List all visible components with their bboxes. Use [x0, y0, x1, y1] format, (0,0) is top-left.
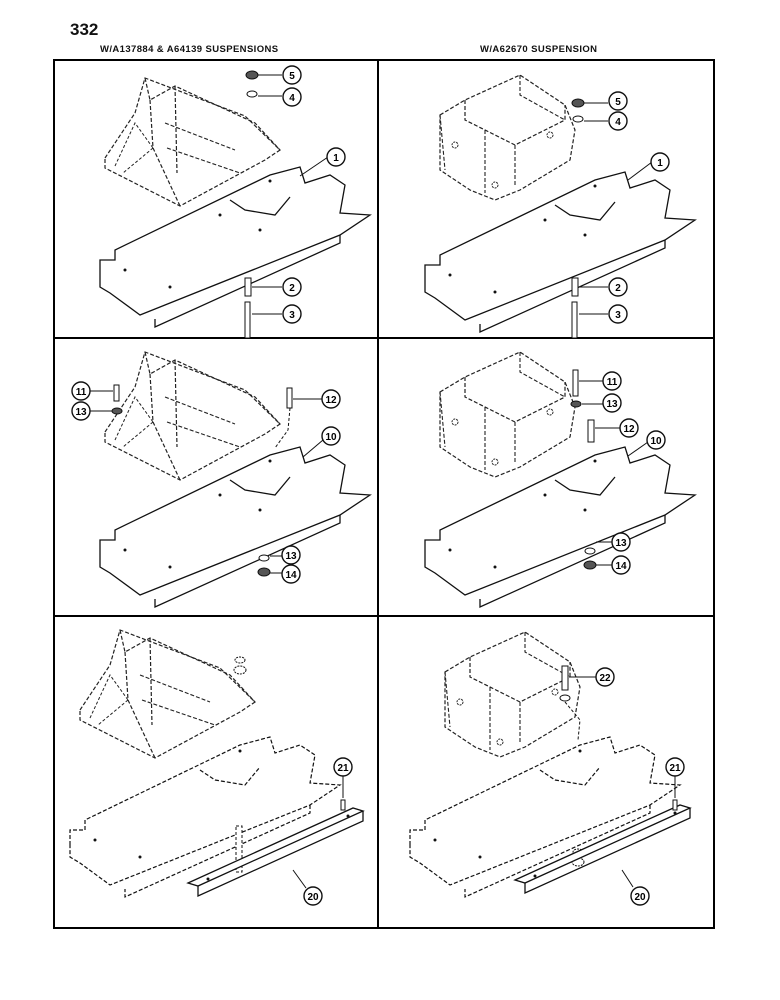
svg-text:3: 3: [615, 310, 621, 321]
callout-2: 2: [608, 277, 628, 297]
callout-3: 3: [282, 304, 302, 324]
panel-bottom-right: 22 21 20: [409, 631, 691, 906]
callout-13b: 13: [611, 532, 631, 552]
callout-14: 14: [611, 555, 631, 575]
callout-22: 22: [595, 667, 615, 687]
callout-5: 5: [282, 65, 302, 85]
panel-top-right: 5 4 1 2 3: [424, 74, 696, 339]
svg-text:4: 4: [615, 117, 621, 128]
outer-frame: [53, 59, 715, 929]
svg-text:11: 11: [76, 387, 87, 398]
heading-left: W/A137884 & A64139 SUSPENSIONS: [100, 44, 279, 55]
svg-text:14: 14: [615, 561, 627, 572]
callout-2: 2: [282, 277, 302, 297]
callout-21: 21: [665, 757, 685, 777]
svg-text:10: 10: [325, 432, 337, 443]
callout-4: 4: [282, 87, 302, 107]
svg-text:13: 13: [606, 399, 618, 410]
callout-11: 11: [71, 381, 91, 401]
svg-text:2: 2: [289, 283, 295, 294]
callout-12: 12: [321, 389, 341, 409]
callout-12: 12: [619, 418, 639, 438]
svg-text:12: 12: [325, 395, 337, 406]
svg-text:1: 1: [657, 158, 663, 169]
svg-text:22: 22: [599, 673, 611, 684]
svg-text:10: 10: [650, 436, 662, 447]
svg-text:5: 5: [289, 71, 295, 82]
svg-text:13: 13: [615, 538, 627, 549]
panel-mid-left: 11 13 12 10 13 14: [71, 351, 371, 608]
callout-10: 10: [646, 430, 666, 450]
svg-text:4: 4: [289, 93, 295, 104]
callout-11: 11: [602, 371, 622, 391]
page-number: 332: [70, 20, 99, 39]
svg-text:13: 13: [75, 407, 87, 418]
svg-text:21: 21: [669, 763, 681, 774]
callout-13: 13: [602, 393, 622, 413]
panel-top-left: 5 4 1 2 3: [99, 65, 371, 339]
callout-4: 4: [608, 111, 628, 131]
panel-mid-right: 11 13 12 10 13 14: [424, 351, 696, 608]
svg-text:5: 5: [615, 97, 621, 108]
callout-21: 21: [333, 757, 353, 777]
svg-text:3: 3: [289, 310, 295, 321]
svg-text:12: 12: [623, 424, 635, 435]
svg-text:11: 11: [607, 377, 618, 388]
svg-text:20: 20: [307, 892, 319, 903]
callout-20: 20: [303, 886, 323, 906]
heading-right: W/A62670 SUSPENSION: [480, 44, 598, 55]
svg-text:13: 13: [285, 551, 297, 562]
svg-text:2: 2: [615, 283, 621, 294]
callout-1: 1: [650, 152, 670, 172]
svg-text:20: 20: [634, 892, 646, 903]
svg-text:14: 14: [285, 570, 297, 581]
callout-13b: 13: [281, 545, 301, 565]
callout-10: 10: [321, 426, 341, 446]
callout-5: 5: [608, 91, 628, 111]
callout-13: 13: [71, 401, 91, 421]
svg-text:21: 21: [337, 763, 349, 774]
callout-1: 1: [326, 147, 346, 167]
callout-20: 20: [630, 886, 650, 906]
svg-text:1: 1: [333, 153, 339, 164]
callout-3: 3: [608, 304, 628, 324]
callout-14: 14: [281, 564, 301, 584]
panel-bottom-left: 21 20: [69, 629, 364, 906]
